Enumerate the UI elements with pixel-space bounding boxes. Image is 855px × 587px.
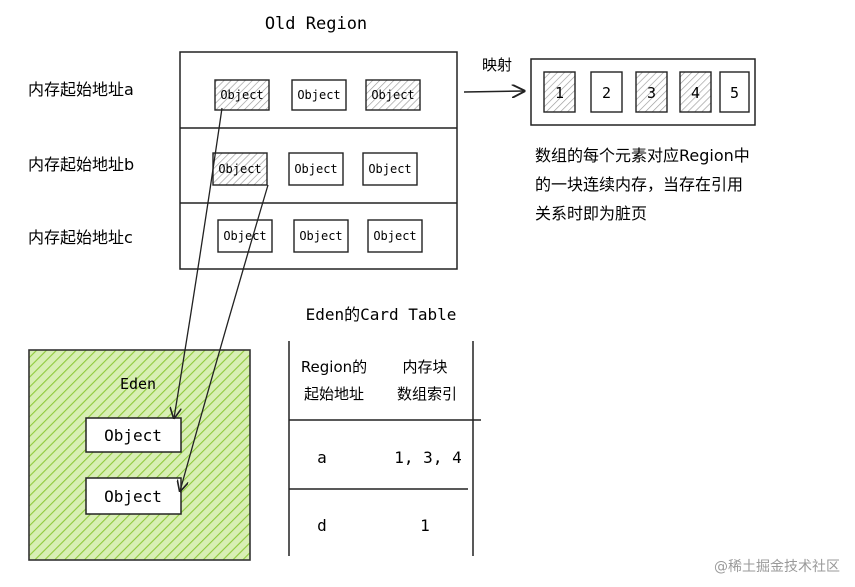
card-cell-frame <box>543 71 576 113</box>
address-label: 内存起始地址c <box>28 228 133 247</box>
mapping-arrow <box>463 91 524 92</box>
description-line: 关系时即为脏页 <box>535 204 647 223</box>
eden-region-box <box>28 349 251 561</box>
object-label: Object <box>299 229 342 243</box>
object-label: Object <box>220 88 263 102</box>
card-table: Eden的Card Table Region的 起始地址 内存块 数组索引 a … <box>288 305 481 556</box>
reference-arrow <box>180 184 269 491</box>
card-cell-index: 1 <box>555 84 564 102</box>
object-box: Object <box>288 152 344 186</box>
object-label: Object <box>218 162 261 176</box>
old-region-row-b: 内存起始地址b Object Object Object <box>28 152 418 186</box>
object-label: Object <box>371 88 414 102</box>
card-table-row: a 1, 3, 4 <box>317 448 462 467</box>
card-array: 1 2 3 4 5 数组的每个元素对应Region中 的一块连续内存，当存在引用… <box>530 58 756 223</box>
object-label: Object <box>223 229 266 243</box>
object-box-frame <box>212 152 268 186</box>
card-cell-frame <box>635 71 668 113</box>
object-label: Object <box>294 162 337 176</box>
card-cell-1: 1 <box>543 71 576 113</box>
object-box: Object <box>365 79 421 111</box>
card-cell-index: 5 <box>730 84 739 102</box>
card-array-frame <box>530 58 756 126</box>
object-box-frame <box>214 79 270 111</box>
eden-label: Eden <box>120 375 156 393</box>
card-table-title: Eden的Card Table <box>306 305 457 324</box>
object-box-frame <box>365 79 421 111</box>
object-box: Object <box>362 152 418 186</box>
object-label: Object <box>297 88 340 102</box>
object-label: Object <box>368 162 411 176</box>
mapping-connector: 映射 <box>463 56 524 92</box>
card-cell-5: 5 <box>719 71 750 113</box>
card-table-address: a <box>317 448 327 467</box>
address-label: 内存起始地址a <box>28 80 134 99</box>
object-label: Object <box>373 229 416 243</box>
reference-arrow <box>174 107 223 418</box>
eden-region: Eden Object Object <box>28 349 251 561</box>
eden-object-box: Object <box>85 477 182 515</box>
object-box-frame <box>85 477 182 515</box>
card-table-header-indices: 数组索引 <box>397 385 457 403</box>
address-label: 内存起始地址b <box>28 155 134 174</box>
object-box-frame <box>85 417 182 453</box>
card-cell-3: 3 <box>635 71 668 113</box>
watermark: @稀土掘金技术社区 <box>714 559 840 575</box>
object-box-frame <box>288 152 344 186</box>
card-table-indices: 1 <box>420 516 430 535</box>
mapping-label: 映射 <box>482 56 512 74</box>
card-table-row: d 1 <box>317 516 430 535</box>
object-label: Object <box>104 487 162 506</box>
card-table-header-address: 起始地址 <box>304 385 364 403</box>
card-table-indices: 1, 3, 4 <box>394 448 461 467</box>
card-table-header-address: Region的 <box>301 358 367 376</box>
object-box-frame <box>367 219 423 253</box>
object-box: Object <box>367 219 423 253</box>
old-region-row-c: 内存起始地址c Object Object Object <box>28 219 423 253</box>
card-cell-4: 4 <box>679 71 712 113</box>
card-cell-frame <box>590 71 623 113</box>
card-cell-2: 2 <box>590 71 623 113</box>
old-region: Old Region 内存起始地址a Object Object Object … <box>28 14 458 270</box>
object-box-frame <box>362 152 418 186</box>
object-box-frame <box>217 219 273 253</box>
object-box-frame <box>293 219 349 253</box>
object-box: Object <box>293 219 349 253</box>
eden-object-box: Object <box>85 417 182 453</box>
description-line: 的一块连续内存，当存在引用 <box>535 175 743 194</box>
card-array-description: 数组的每个元素对应Region中 的一块连续内存，当存在引用 关系时即为脏页 <box>535 146 750 223</box>
reference-arrows <box>174 107 269 491</box>
card-cell-index: 2 <box>602 84 611 102</box>
card-table-header-indices: 内存块 <box>402 358 447 376</box>
object-box: Object <box>217 219 273 253</box>
card-cell-index: 3 <box>647 84 656 102</box>
object-box: Object <box>291 79 347 111</box>
object-box-frame <box>291 79 347 111</box>
card-cell-index: 4 <box>691 84 700 102</box>
card-cell-frame <box>679 71 712 113</box>
object-label: Object <box>104 426 162 445</box>
old-region-title: Old Region <box>265 14 367 34</box>
description-line: 数组的每个元素对应Region中 <box>535 146 750 165</box>
old-region-box <box>179 51 458 270</box>
object-box: Object <box>214 79 270 111</box>
card-table-address: d <box>317 516 327 535</box>
old-region-row-a: 内存起始地址a Object Object Object <box>28 79 421 111</box>
card-cell-frame <box>719 71 750 113</box>
object-box: Object <box>212 152 268 186</box>
